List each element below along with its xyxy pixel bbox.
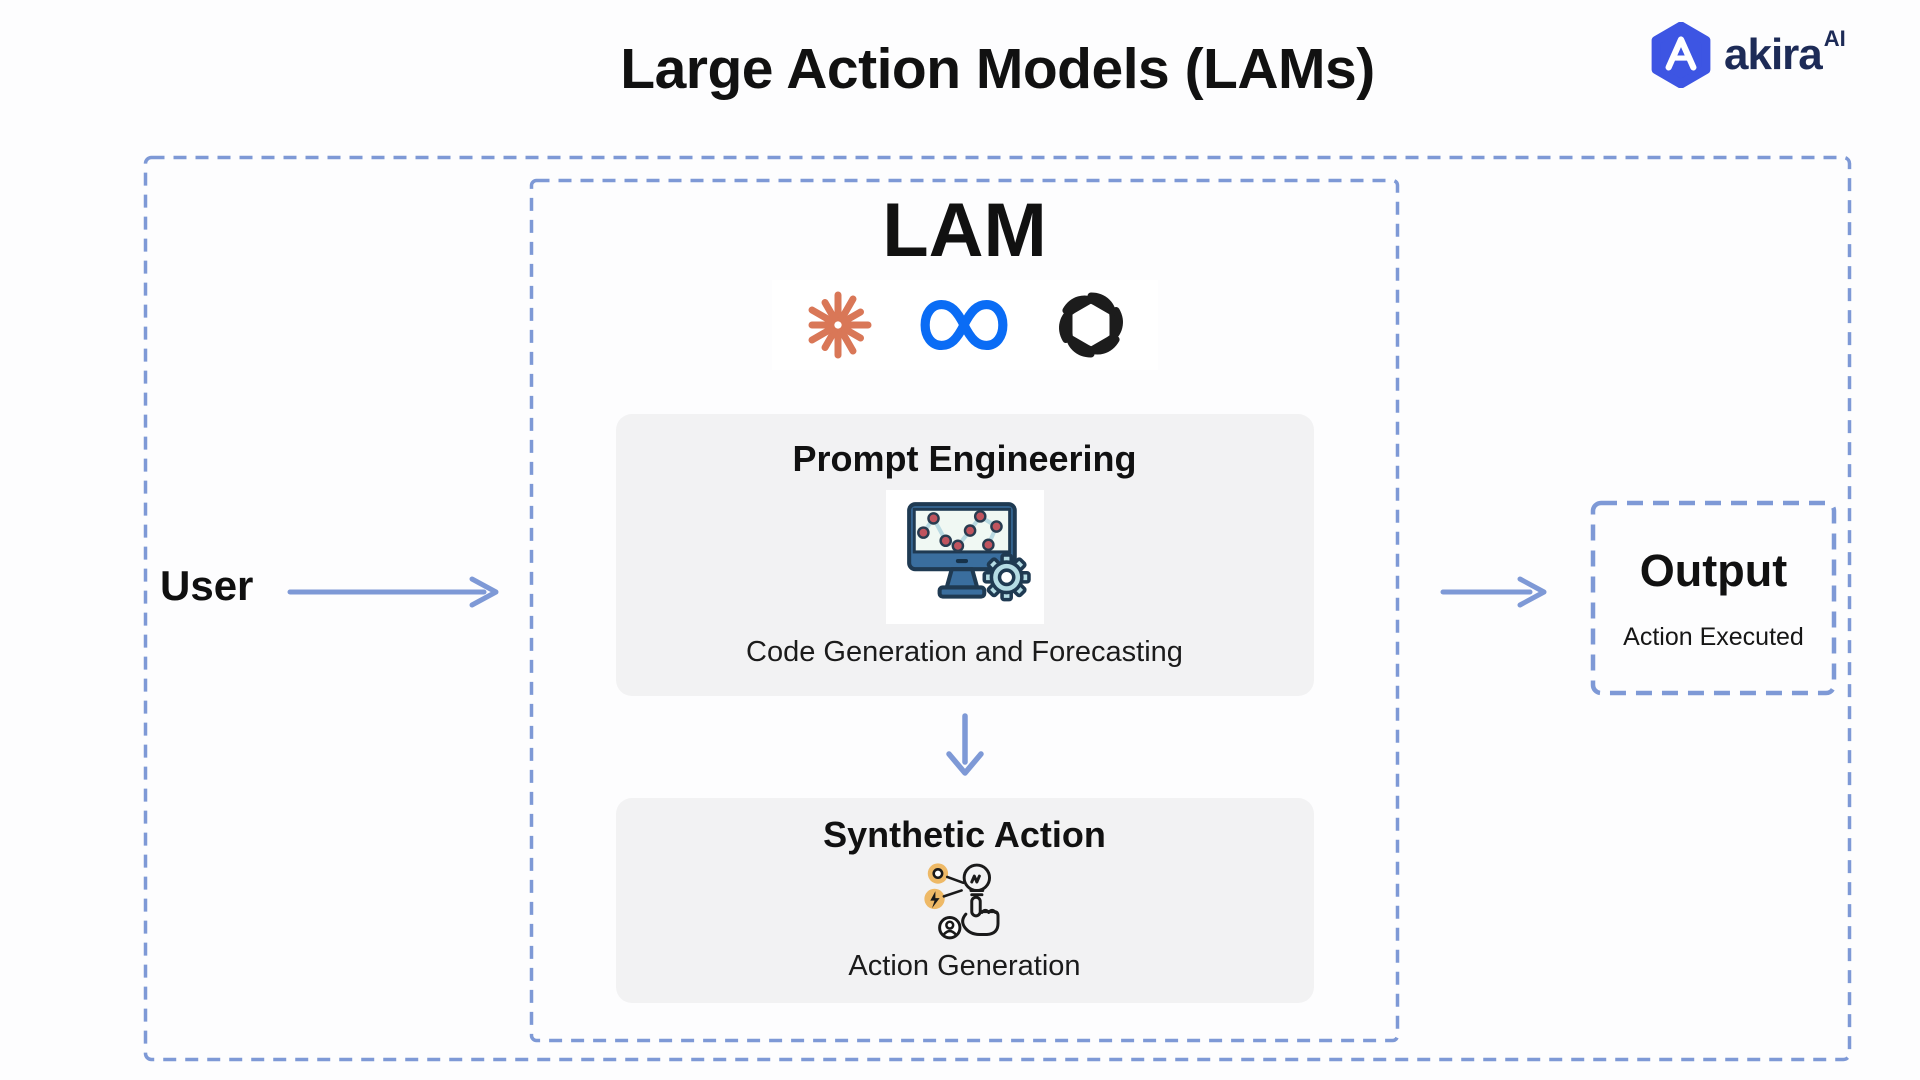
page-title: Large Action Models (LAMs)	[620, 37, 1375, 101]
output-caption: Action Executed	[1623, 622, 1804, 651]
synthetic-action-card: Synthetic Action Action	[615, 798, 1314, 1004]
synthetic-action-caption: Action Generation	[848, 950, 1081, 983]
monitor-analytics-icon-tile	[885, 490, 1044, 625]
lam-dashed-border	[529, 178, 1400, 1043]
akira-hexagon-icon	[1651, 22, 1711, 88]
lam-title: LAM	[882, 188, 1047, 273]
brand-logo: akira AI	[1648, 22, 1846, 88]
model-logos-row	[771, 280, 1158, 371]
output-dashed-border	[1590, 500, 1837, 696]
openai-logo-icon	[1058, 292, 1123, 358]
arrow-prompt-to-synthetic	[945, 713, 984, 776]
prompt-engineering-title: Prompt Engineering	[792, 438, 1137, 480]
hand-lightbulb-icon	[923, 863, 999, 940]
outer-dashed-border	[143, 155, 1852, 1062]
brand-superscript: AI	[1823, 26, 1846, 51]
arrow-user-to-lam	[287, 576, 499, 608]
prompt-engineering-card: Prompt Engineering	[615, 414, 1314, 697]
system-boundary-frame	[143, 155, 1852, 1062]
meta-logo-icon	[920, 300, 1007, 351]
user-label: User	[160, 562, 254, 609]
anthropic-logo-icon	[808, 291, 871, 359]
arrow-lam-to-output	[1440, 576, 1547, 608]
brand-name: akira	[1724, 30, 1823, 79]
gear-icon	[982, 553, 1031, 602]
output-box: Output Action Executed	[1590, 500, 1837, 696]
monitor-analytics-icon	[906, 502, 1031, 602]
lam-container: LAM	[529, 178, 1400, 1043]
prompt-engineering-caption: Code Generation and Forecasting	[746, 636, 1183, 669]
output-title: Output	[1639, 544, 1788, 596]
synthetic-action-title: Synthetic Action	[823, 814, 1106, 856]
